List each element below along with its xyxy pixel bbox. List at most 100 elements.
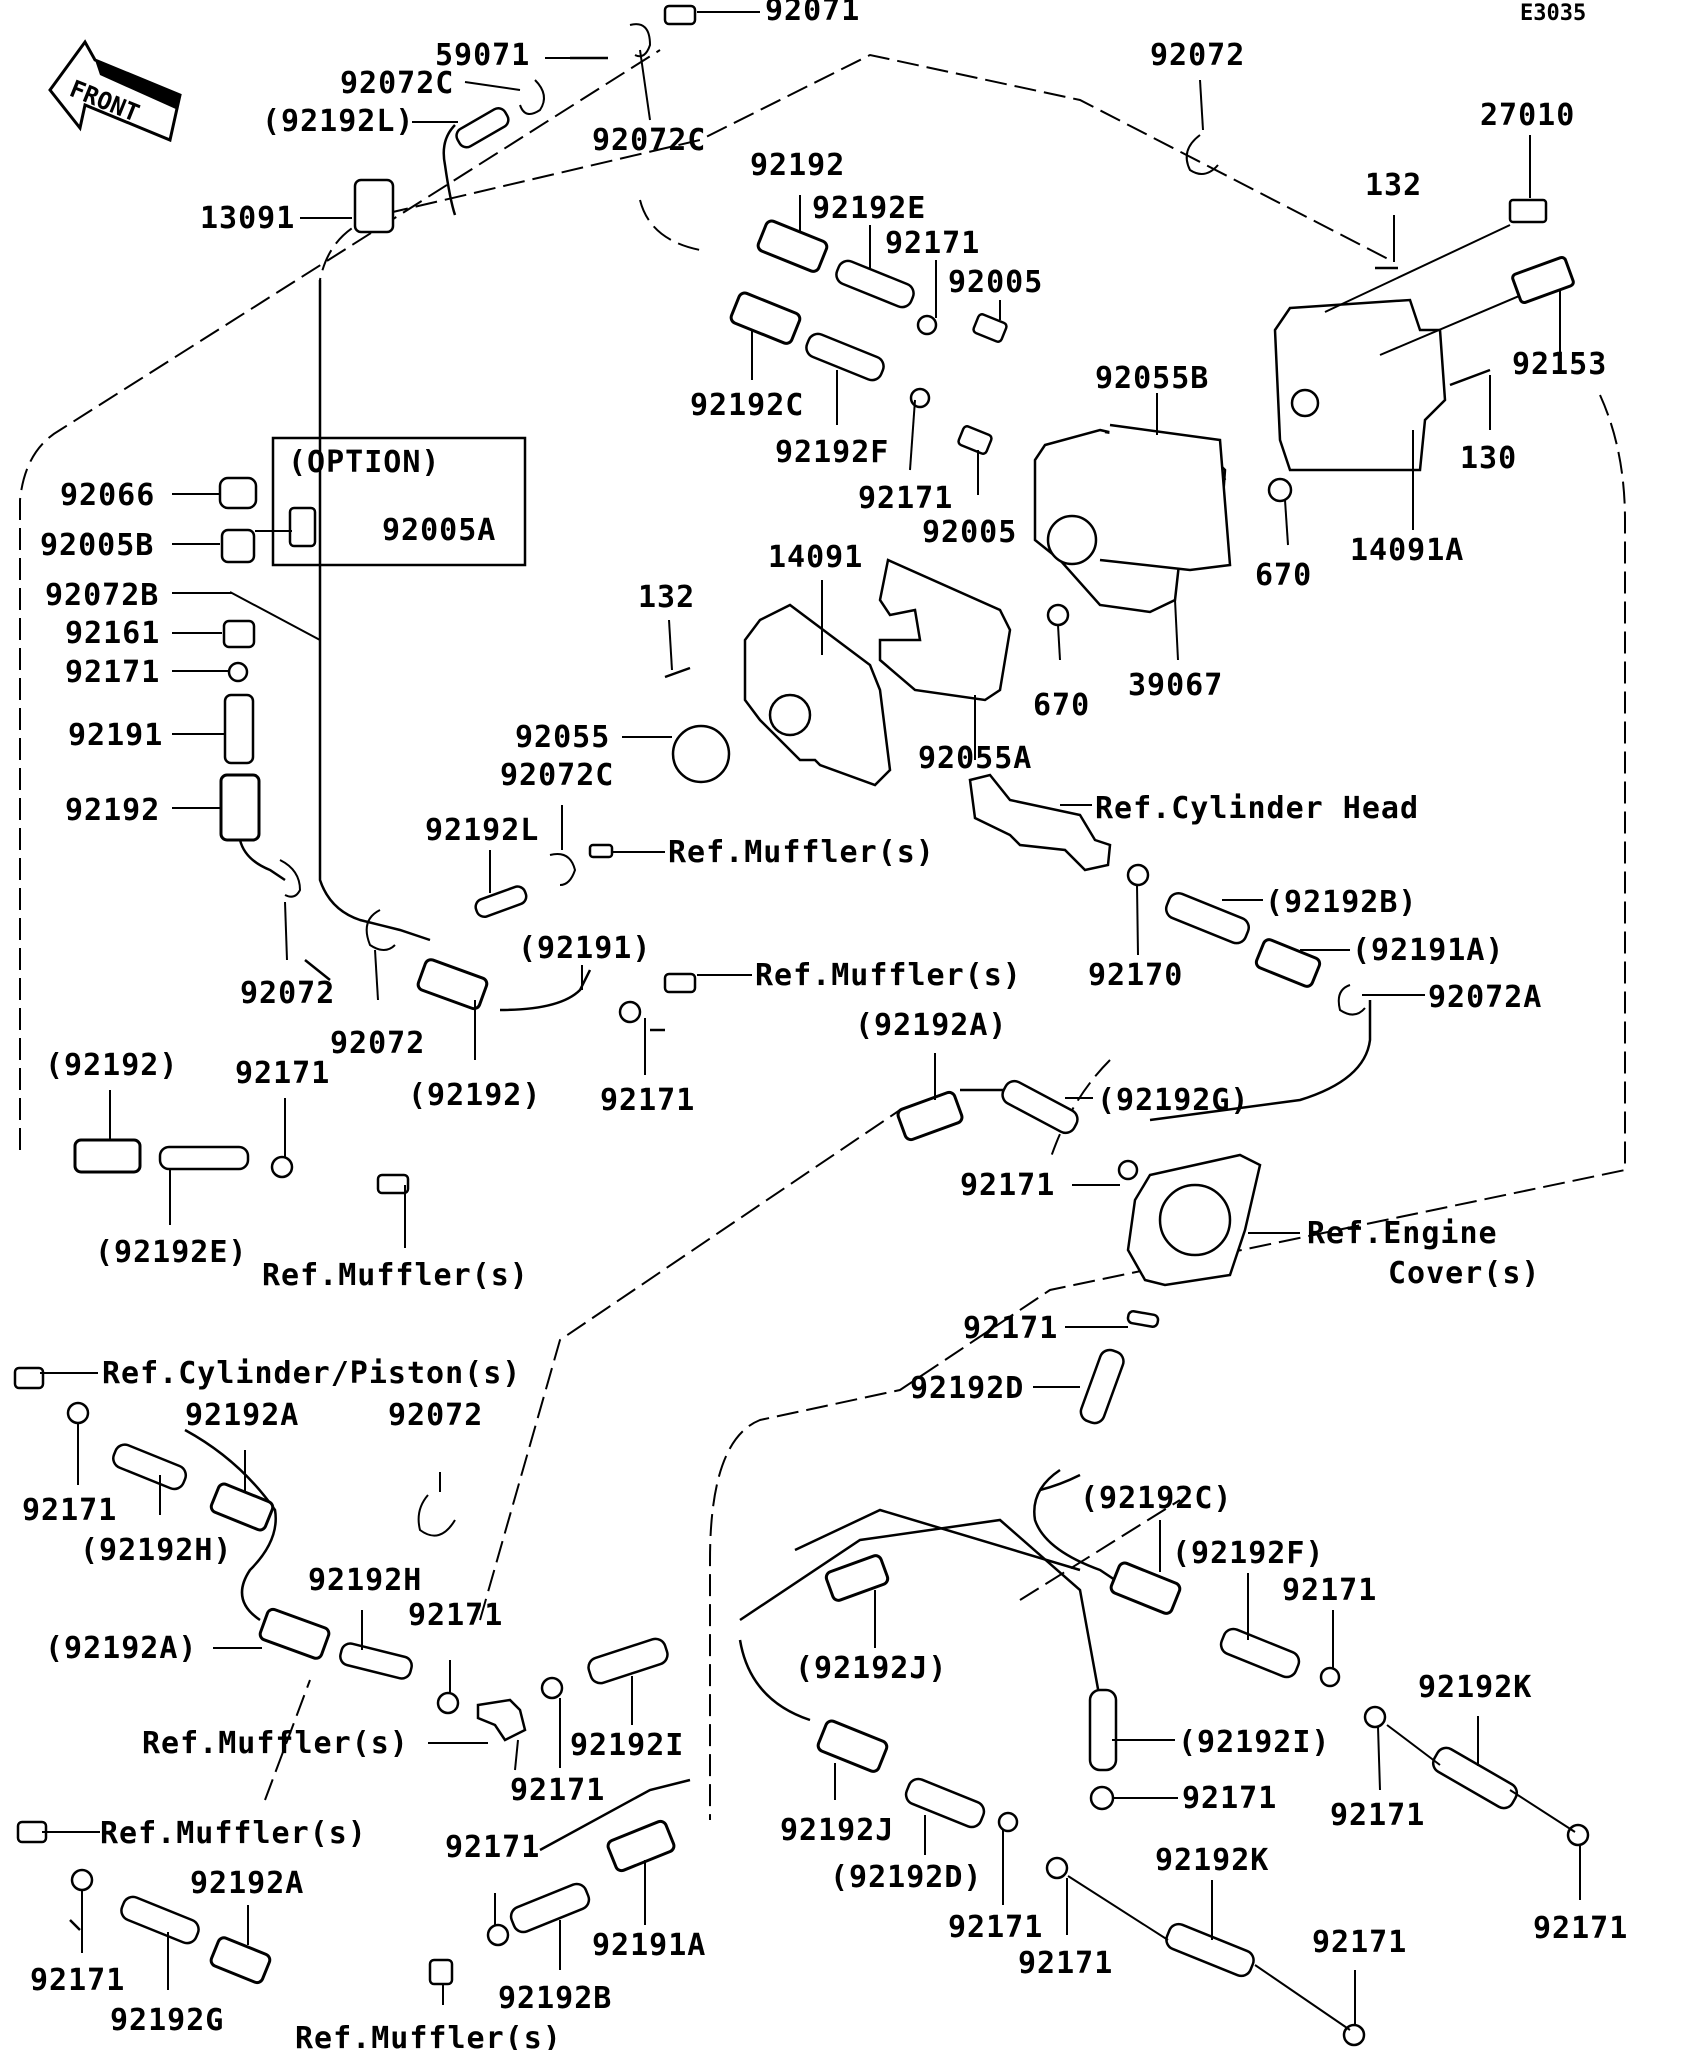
cap-92161-icon xyxy=(222,619,256,649)
label-39067: 39067 xyxy=(1128,668,1223,703)
label-92171-k: 92171 xyxy=(1282,1573,1377,1608)
fitting-92005-b-icon xyxy=(957,425,993,455)
label-92192E-a: 92192E xyxy=(812,191,926,226)
label-92192-d: (92192) xyxy=(45,1048,178,1083)
label-92171-a: 92171 xyxy=(885,226,980,261)
label-92005-b: 92005 xyxy=(922,515,1017,550)
hose-92192F-icon xyxy=(805,332,885,382)
label-92055: 92055 xyxy=(515,720,610,755)
label-92072-c: 92072 xyxy=(330,1026,425,1061)
label-92191-b: (92191) xyxy=(518,931,651,966)
label-130: 130 xyxy=(1460,441,1517,476)
label-92072C-b: 92072C xyxy=(592,123,706,158)
fitting-cylinder-piston-icon xyxy=(13,1366,45,1390)
label-92191-a: 92191 xyxy=(68,718,163,753)
hose-92192-b-icon xyxy=(219,773,261,842)
label-92171-i: 92171 xyxy=(408,1598,503,1633)
label-92192H-a: (92192H) xyxy=(80,1533,233,1568)
label-ref-muffler-c: Ref.Muffler(s) xyxy=(262,1258,529,1293)
label-132-b: 132 xyxy=(638,580,695,615)
hose-92192C-icon xyxy=(729,291,802,345)
hose-92192F-b-icon xyxy=(1219,1627,1301,1679)
oring-670-b-icon xyxy=(1046,603,1070,627)
label-92192L-a: (92192L) xyxy=(262,104,415,139)
hose-92192H-b-icon xyxy=(339,1642,413,1680)
clamp-92171-icon xyxy=(916,314,938,336)
label-ref-muffler-e: Ref.Muffler(s) xyxy=(100,1816,367,1851)
clamp-92170-icon xyxy=(1126,863,1150,887)
label-92171-c: 92171 xyxy=(65,655,160,690)
label-92192G-b: 92192G xyxy=(110,2003,224,2038)
hose-92192E-b-icon xyxy=(158,1145,250,1171)
label-92171-m: 92171 xyxy=(1330,1798,1425,1833)
plug-92005A-icon xyxy=(288,506,317,548)
label-92192J-a: (92192J) xyxy=(795,1651,948,1686)
label-92055B: 92055B xyxy=(1095,361,1209,396)
label-92192J-b: 92192J xyxy=(780,1813,894,1848)
clamp-92171-j-icon xyxy=(540,1676,564,1700)
hose-92191-icon xyxy=(223,693,255,765)
hose-92192L-icon xyxy=(455,107,510,149)
clamp-92171-p-icon xyxy=(486,1923,510,1947)
label-ref-engine-cover-2: Cover(s) xyxy=(1388,1256,1541,1291)
label-92161: 92161 xyxy=(65,616,160,651)
hose-92191A-b-icon xyxy=(606,1819,676,1873)
label-92171-o: 92171 xyxy=(30,1963,125,1998)
fitting-muffler-a-icon xyxy=(588,843,614,859)
label-92171-h: 92171 xyxy=(22,1493,117,1528)
label-92192F-a: 92192F xyxy=(775,435,889,470)
fitting-muffler-d-icon xyxy=(16,1820,48,1844)
hose-92192-icon xyxy=(756,219,829,273)
hose-92192D-b-icon xyxy=(904,1777,986,1829)
cover-14091A-icon xyxy=(1273,298,1447,472)
gasket-92055A-icon xyxy=(878,558,1012,702)
label-27010: 27010 xyxy=(1480,98,1575,133)
pin-92171-icon xyxy=(1126,1310,1160,1328)
cap-92066-icon xyxy=(218,476,258,510)
label-92192K-a: 92192K xyxy=(1418,1670,1532,1705)
label-92192A-a: (92192A) xyxy=(855,1008,1008,1043)
label-92072A: 92072A xyxy=(1428,980,1542,1015)
part-labels: E3035 FRONT (OPTION) 92071 59071 92072C … xyxy=(22,0,1627,2050)
label-92072-d: 92072 xyxy=(388,1398,483,1433)
label-92171-e: 92171 xyxy=(235,1056,330,1091)
clamp-92171-d-icon xyxy=(618,1000,642,1024)
label-ref-muffler-d: Ref.Muffler(s) xyxy=(142,1726,409,1761)
clamp-92171-m-icon xyxy=(1363,1705,1387,1729)
plug-92005B-icon xyxy=(220,528,256,564)
hose-92192L-b-icon xyxy=(474,885,528,919)
label-92171-p: 92171 xyxy=(445,1830,540,1865)
label-92072C-a: 92072C xyxy=(340,66,454,101)
label-92192A-d: 92192A xyxy=(190,1866,304,1901)
label-92192-a: 92192 xyxy=(750,148,845,183)
label-92005-a: 92005 xyxy=(948,265,1043,300)
label-92171-f: 92171 xyxy=(960,1168,1055,1203)
label-92171-j: 92171 xyxy=(510,1773,605,1808)
tee-fitting-muffler-icon xyxy=(476,1698,527,1742)
label-ref-engine-cover-1: Ref.Engine xyxy=(1307,1216,1498,1251)
leader-lines xyxy=(40,11,1581,2025)
clamp-92171-q-icon xyxy=(997,1811,1019,1833)
fitting-cylinder-head-icon xyxy=(968,773,1112,872)
fitting-92005-icon xyxy=(972,313,1008,343)
hose-92192-d-icon xyxy=(73,1138,142,1174)
dashed-routing-lines xyxy=(19,49,1626,1820)
label-92171-d: 92171 xyxy=(600,1083,695,1118)
label-92005B: 92005B xyxy=(40,528,154,563)
label-ref-muffler-b: Ref.Muffler(s) xyxy=(755,958,1022,993)
clamp-92171-c-icon xyxy=(227,661,249,683)
label-92066: 92066 xyxy=(60,478,155,513)
label-92153: 92153 xyxy=(1512,347,1607,382)
cover-14091-icon xyxy=(743,603,892,787)
hose-92192-c-icon xyxy=(416,958,489,1011)
option-label: (OPTION) xyxy=(288,445,441,480)
fitting-92153-icon xyxy=(1511,255,1575,305)
hose-92191A-icon xyxy=(1254,938,1322,988)
label-92192K-b: 92192K xyxy=(1155,1843,1269,1878)
hose-92192K-b-icon xyxy=(1165,1922,1255,1978)
clamp-92072C-c-icon xyxy=(549,853,577,886)
clamp-92171-f-icon xyxy=(1117,1159,1139,1181)
oring-92055-icon xyxy=(671,724,731,784)
front-arrow-icon xyxy=(48,39,182,143)
